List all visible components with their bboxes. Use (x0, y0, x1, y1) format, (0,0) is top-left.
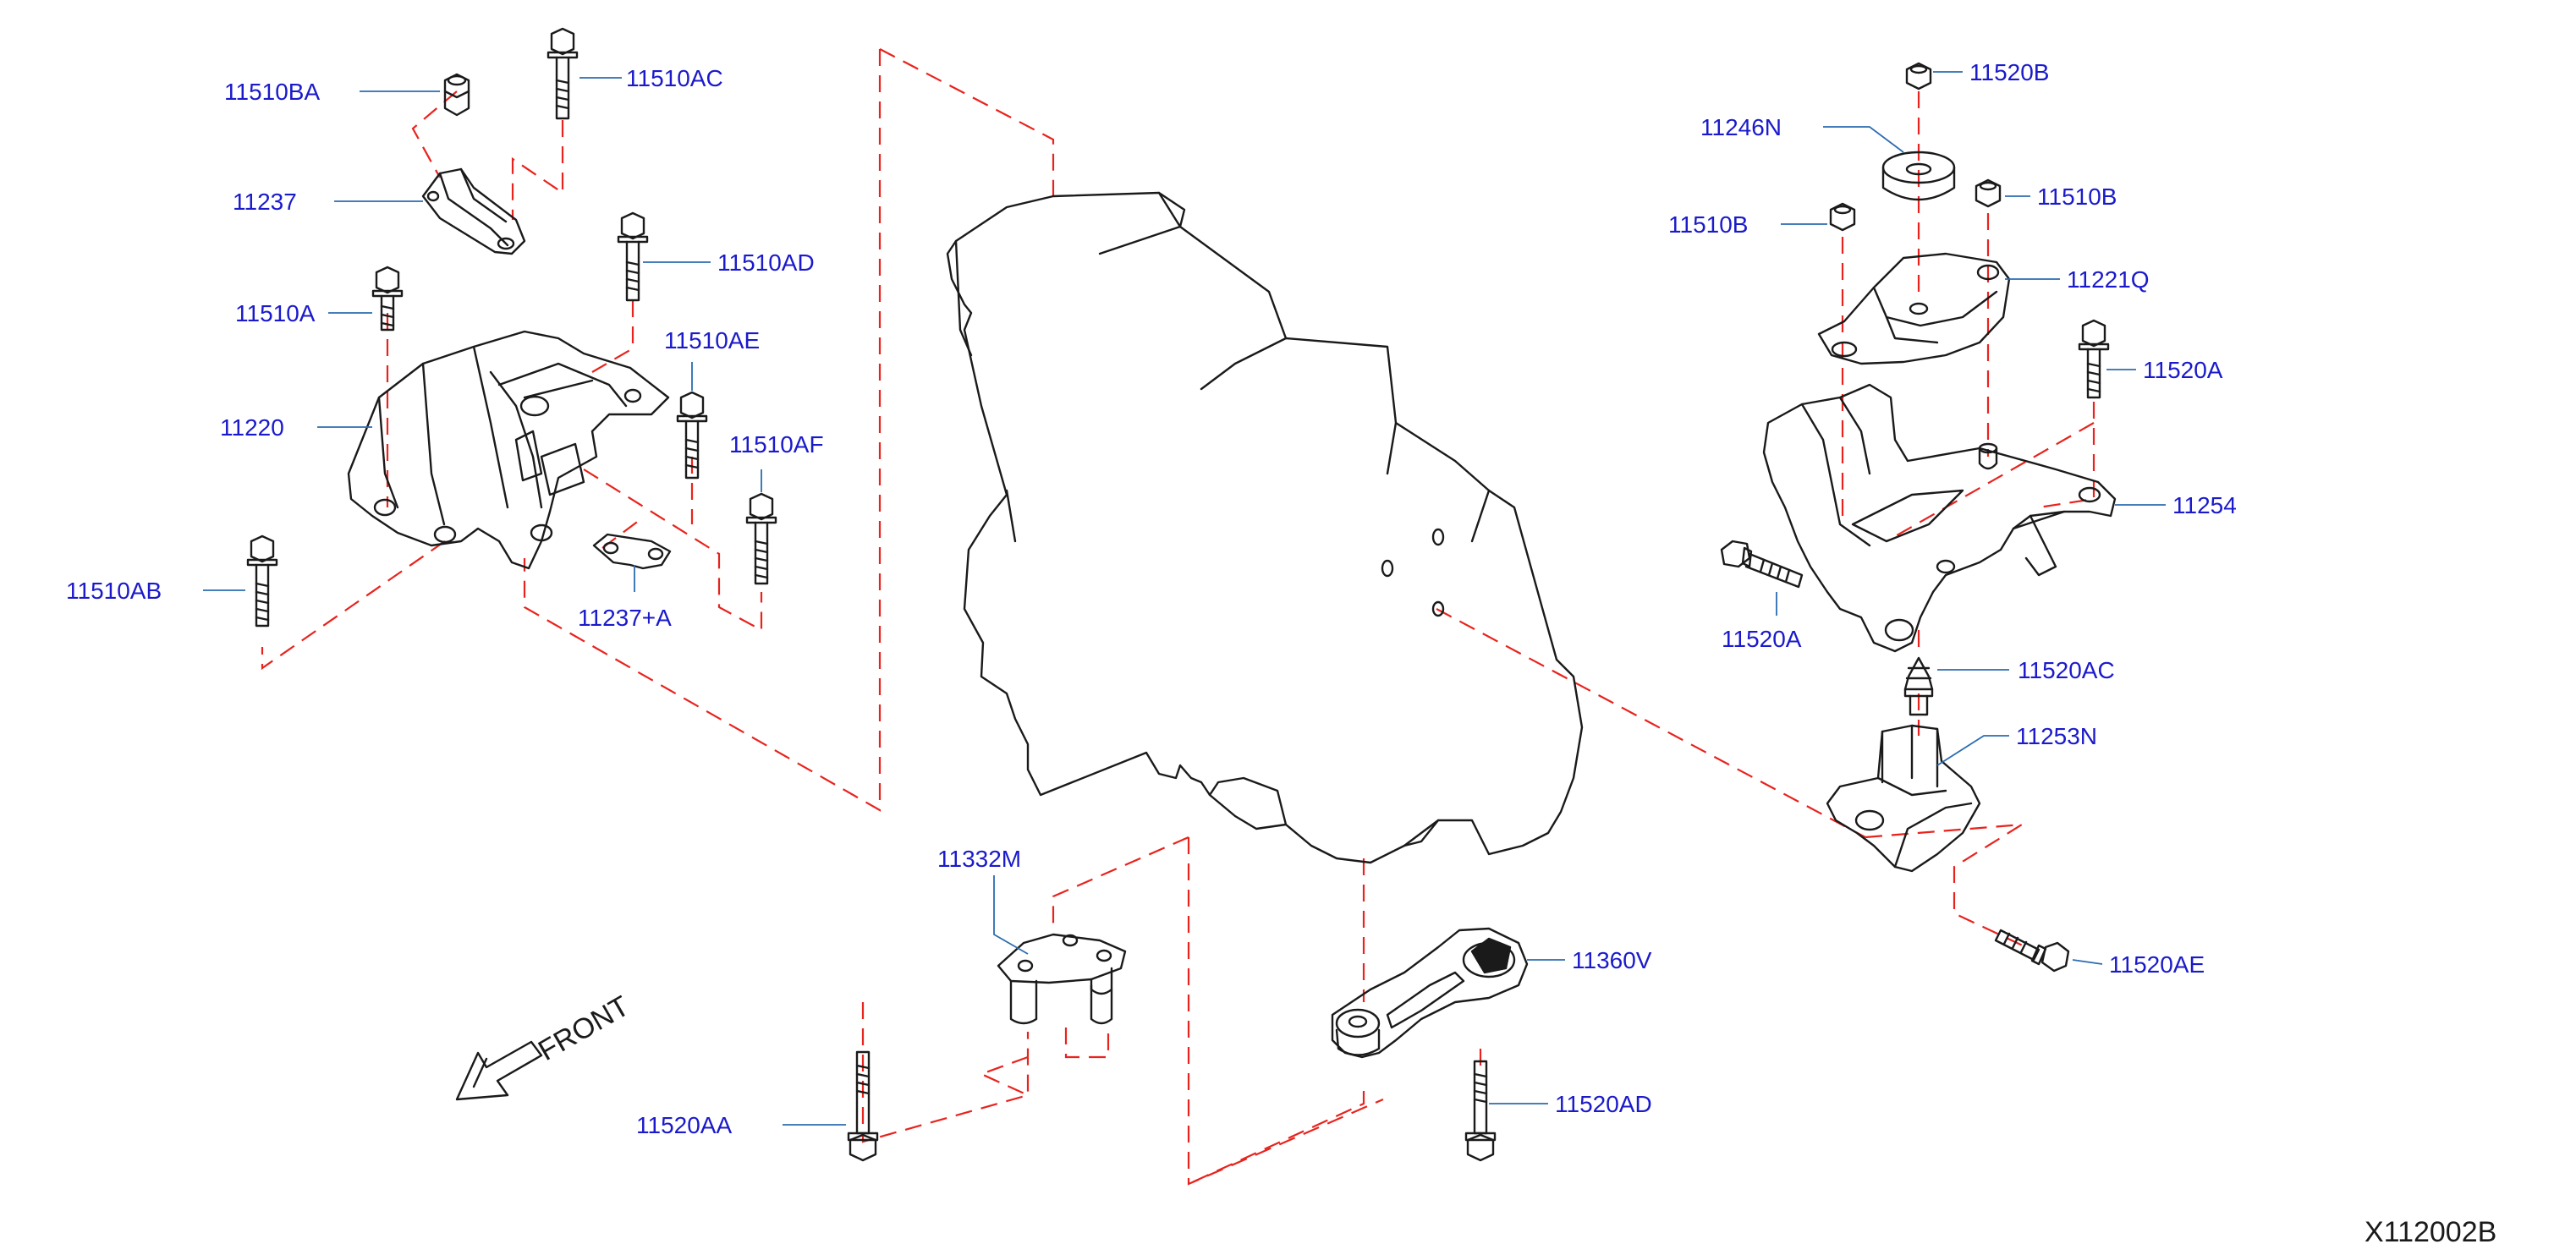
engine-block (946, 191, 1584, 864)
torque-rod-11360V (1331, 927, 1529, 1059)
label-11510A: 11510A (235, 300, 316, 326)
front-direction-label: FRONT (533, 989, 634, 1066)
label-11253N: 11253N (2016, 723, 2097, 749)
bolt-11510A (371, 266, 404, 332)
label-11510AF: 11510AF (729, 431, 824, 458)
label-11332M: 11332M (937, 846, 1021, 872)
nut-11510B-left (1829, 202, 1856, 232)
bolt-11510AB (246, 534, 278, 628)
nut-11510B-right (1975, 178, 2002, 208)
label-11254: 11254 (2172, 492, 2237, 518)
label-11237A: 11237+A (578, 605, 672, 631)
label-11510B-left: 11510B (1668, 211, 1748, 238)
label-11510AE: 11510AE (664, 327, 760, 353)
label-11510BA: 11510BA (224, 79, 320, 105)
bolt-11520AA (847, 1050, 879, 1162)
mount-11253N (1826, 724, 1981, 873)
label-11220: 11220 (220, 414, 284, 441)
label-11510AD: 11510AD (717, 249, 815, 276)
mount-11221Q (1817, 252, 2011, 365)
bolt-11520AD (1464, 1060, 1497, 1162)
bolt-11520A-top (2078, 319, 2110, 399)
drawing-code: X112002B (2365, 1216, 2496, 1248)
mount-11220 (347, 330, 670, 570)
front-arrow-icon (455, 1040, 543, 1101)
label-11510B-right: 11510B (2037, 184, 2117, 210)
label-11520AA: 11520AA (636, 1112, 732, 1138)
bracket-11237 (421, 167, 526, 255)
label-11520A-top: 11520A (2143, 357, 2223, 383)
nut-11520B (1905, 62, 1932, 90)
label-11510AC: 11510AC (626, 65, 723, 91)
label-11520A-left: 11520A (1722, 626, 1802, 652)
bolt-11510AF (745, 492, 777, 585)
bolt-11510AE (676, 391, 708, 480)
label-11221Q: 11221Q (2067, 266, 2150, 293)
washer-11246N (1881, 151, 1956, 201)
label-11237: 11237 (233, 189, 297, 215)
label-11520AD: 11520AD (1555, 1091, 1652, 1117)
assembly-dashed-lines (261, 48, 2095, 1186)
label-11520AC: 11520AC (2018, 657, 2115, 683)
bracket-11254 (1762, 383, 2117, 653)
bracket-11332M (997, 933, 1127, 1025)
label-11510AB: 11510AB (66, 578, 162, 604)
bolt-11520A-left (1720, 540, 1804, 589)
nut-11510BA (443, 73, 470, 117)
bolt-11510AC (547, 27, 579, 120)
bolt-11510AD (617, 211, 649, 302)
stud-11520AC (1903, 656, 1934, 716)
label-11360V: 11360V (1572, 947, 1652, 973)
plate-11237A (592, 533, 672, 570)
parts-line-art (246, 27, 2117, 1162)
label-leader-lines (203, 71, 2166, 1126)
label-11520B: 11520B (1969, 59, 2049, 85)
bolt-11520AE (1994, 929, 2070, 973)
label-11246N: 11246N (1700, 114, 1782, 140)
part-number-labels: 11510BA 11510AC 11237 11510AD 11510A 115… (66, 59, 2496, 1248)
label-11520AE: 11520AE (2109, 951, 2205, 978)
